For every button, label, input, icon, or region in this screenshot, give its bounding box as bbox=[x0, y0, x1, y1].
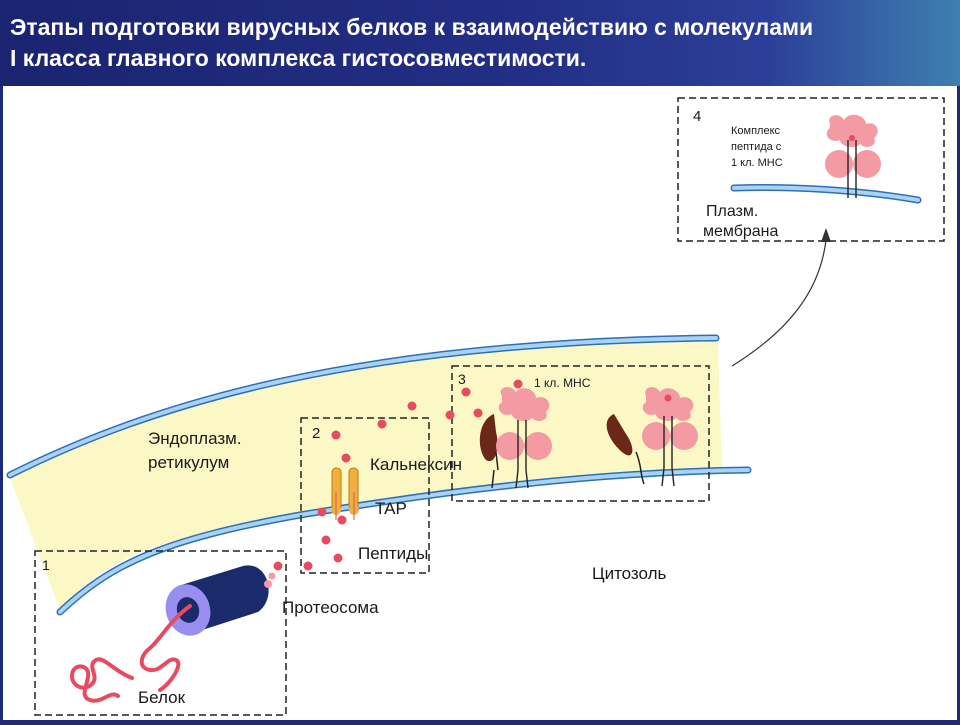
step1-number: 1 bbox=[42, 557, 50, 573]
er-label-line1: Эндоплазм. bbox=[148, 429, 242, 448]
slide-title: Этапы подготовки вирусных белков к взаим… bbox=[10, 12, 950, 74]
complex-label-line1: Комплекс bbox=[731, 125, 781, 137]
tap-label: TAP bbox=[375, 499, 407, 518]
mhc-pathway-diagram: 1 2 3 4 Эндоплазм. ретикулум Кальнексин … bbox=[6, 97, 945, 716]
slide-header: Этапы подготовки вирусных белков к взаим… bbox=[0, 0, 960, 86]
cytosol-label: Цитозоль bbox=[592, 564, 667, 583]
diagram-panel: 1 2 3 4 Эндоплазм. ретикулум Кальнексин … bbox=[0, 86, 960, 720]
membrane-label-line2: мембрана bbox=[703, 223, 779, 240]
frame-left bbox=[0, 86, 3, 720]
protein-chain bbox=[69, 604, 192, 703]
complex-label-line2: пептида с bbox=[731, 141, 782, 153]
calnexin-label: Кальнексин bbox=[370, 455, 462, 474]
membrane-label-line1: Плазм. bbox=[706, 203, 758, 220]
mhc-label: 1 кл. МНС bbox=[534, 376, 591, 390]
mhc-molecule-2 bbox=[642, 387, 698, 487]
proteasome bbox=[165, 565, 276, 636]
peptide-dots bbox=[273, 379, 523, 571]
transport-arrow bbox=[731, 228, 831, 367]
protein-label: Белок bbox=[138, 688, 186, 707]
title-line-1: Этапы подготовки вирусных белков к взаим… bbox=[10, 14, 814, 40]
peptides-label: Пептиды bbox=[358, 544, 428, 563]
calnexin-molecule bbox=[479, 414, 645, 489]
step1-box bbox=[34, 550, 287, 716]
step4-box bbox=[677, 97, 945, 242]
step3-number: 3 bbox=[458, 371, 466, 387]
step4-number: 4 bbox=[693, 108, 701, 125]
proteasome-label: Протеосома bbox=[282, 598, 379, 617]
mhc-molecule-1 bbox=[496, 387, 552, 489]
step2-box bbox=[300, 417, 430, 574]
er-label-line2: ретикулум bbox=[148, 453, 229, 472]
step2-number: 2 bbox=[312, 425, 320, 442]
plasma-membrane bbox=[730, 184, 922, 204]
frame-right bbox=[957, 86, 960, 720]
step3-box bbox=[451, 365, 710, 502]
mhc-surface-complex bbox=[825, 114, 881, 198]
title-line-2: I класса главного комплекса гистосовмест… bbox=[10, 45, 587, 71]
complex-label-line3: 1 кл. МНС bbox=[731, 157, 783, 169]
tap-transporter bbox=[331, 467, 359, 520]
